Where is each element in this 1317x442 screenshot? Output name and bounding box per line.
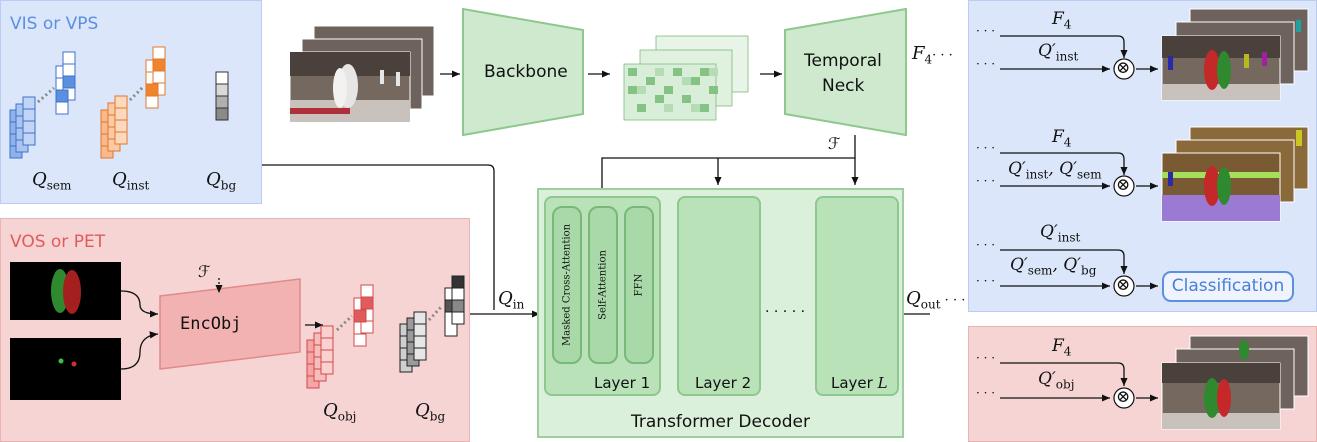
output-row-2 bbox=[1000, 152, 1158, 197]
backbone-label: Backbone bbox=[484, 62, 568, 82]
q-sem-query-stack bbox=[9, 51, 76, 159]
otimes-icon-1: ⊗ bbox=[1116, 58, 1131, 78]
output-frames-object bbox=[1161, 335, 1309, 430]
q-bg-query-stack bbox=[215, 71, 229, 121]
row1-dots-bottom: · · · bbox=[976, 57, 996, 71]
ffn-block: FFN bbox=[624, 206, 654, 364]
temporal-neck-label-1: Temporal bbox=[804, 51, 882, 71]
row2-f4-label: F4 bbox=[1052, 127, 1072, 150]
output-row-3 bbox=[1000, 249, 1158, 297]
row4-q-label: Q′obj bbox=[1038, 369, 1075, 392]
encobj-block bbox=[159, 278, 301, 370]
q-inst-label: Qinst bbox=[112, 169, 150, 193]
decoder-title: Transformer Decoder bbox=[631, 412, 810, 432]
decoder-ellipsis: · · · · · bbox=[765, 304, 806, 320]
row3-dots-bottom: · · · bbox=[976, 274, 996, 288]
row2-q-label: Q′inst, Q′sem bbox=[1008, 159, 1102, 182]
backbone-block bbox=[462, 7, 584, 137]
transformer-decoder: Masked Cross-Attention Self-Attention FF… bbox=[537, 188, 904, 438]
q-bg2-label: Qbg bbox=[415, 400, 446, 424]
mask-image-1 bbox=[10, 262, 121, 320]
row1-q-label: Q′inst bbox=[1038, 41, 1079, 64]
row4-dots-bottom: · · · bbox=[976, 386, 996, 400]
vis-vps-title: VIS or VPS bbox=[10, 14, 99, 34]
row4-dots-top: · · · bbox=[976, 351, 996, 365]
mask-image-2 bbox=[10, 338, 121, 400]
row1-f4-label: F4 bbox=[1052, 9, 1072, 32]
output-row-4 bbox=[1000, 362, 1158, 409]
feature-maps bbox=[623, 35, 749, 121]
input-video-frames bbox=[289, 25, 435, 123]
q-in-label: Qin bbox=[498, 288, 525, 312]
row2-dots-bottom: · · · bbox=[976, 174, 996, 188]
otimes-icon-3: ⊗ bbox=[1116, 275, 1131, 295]
output-row-1 bbox=[1000, 35, 1158, 80]
vos-pet-title: VOS or PET bbox=[10, 232, 106, 252]
decoder-layer-2: Layer 2 bbox=[677, 196, 761, 396]
q-inst-query-stack bbox=[100, 46, 166, 159]
otimes-icon-2: ⊗ bbox=[1116, 175, 1131, 195]
script-f-label: ℱ bbox=[828, 134, 841, 153]
decoder-layer-1: Masked Cross-Attention Self-Attention FF… bbox=[544, 196, 661, 396]
row2-dots-top: · · · bbox=[976, 141, 996, 155]
row3-q2-label: Q′sem, Q′bg bbox=[1010, 255, 1097, 278]
layer-1-label: Layer 1 bbox=[594, 374, 651, 392]
layer-2-label: Layer 2 bbox=[695, 374, 752, 392]
classification-box: Classification bbox=[1162, 271, 1294, 302]
q-sem-label: Qsem bbox=[32, 169, 72, 193]
row3-dots-top: · · · bbox=[976, 238, 996, 252]
decoder-layer-l: Layer L bbox=[815, 196, 899, 396]
row4-f4-label: F4 bbox=[1052, 336, 1072, 359]
q-out-label: Qout · · · bbox=[906, 288, 966, 312]
output-frames-instance bbox=[1161, 8, 1309, 101]
encobj-label: EncObj bbox=[180, 314, 242, 334]
q-bg-query-stack-2 bbox=[399, 275, 465, 373]
temporal-neck-label-2: Neck bbox=[822, 76, 865, 96]
row1-dots-top: · · · bbox=[976, 24, 996, 38]
script-f-label-encobj: ℱ bbox=[198, 262, 211, 281]
row3-q-label: Q′inst bbox=[1040, 222, 1081, 245]
self-attention-block: Self-Attention bbox=[588, 206, 618, 364]
q-obj-label: Qobj bbox=[323, 400, 357, 424]
output-frames-panoptic bbox=[1161, 126, 1309, 222]
q-obj-query-stack bbox=[306, 284, 374, 389]
masked-cross-attention-block: Masked Cross-Attention bbox=[552, 206, 582, 364]
temporal-neck-block bbox=[784, 7, 907, 137]
f4-label: F4· · · bbox=[912, 43, 953, 67]
layer-l-label: Layer L bbox=[831, 374, 888, 392]
otimes-icon-4: ⊗ bbox=[1116, 387, 1131, 407]
q-bg-label: Qbg bbox=[206, 169, 237, 193]
